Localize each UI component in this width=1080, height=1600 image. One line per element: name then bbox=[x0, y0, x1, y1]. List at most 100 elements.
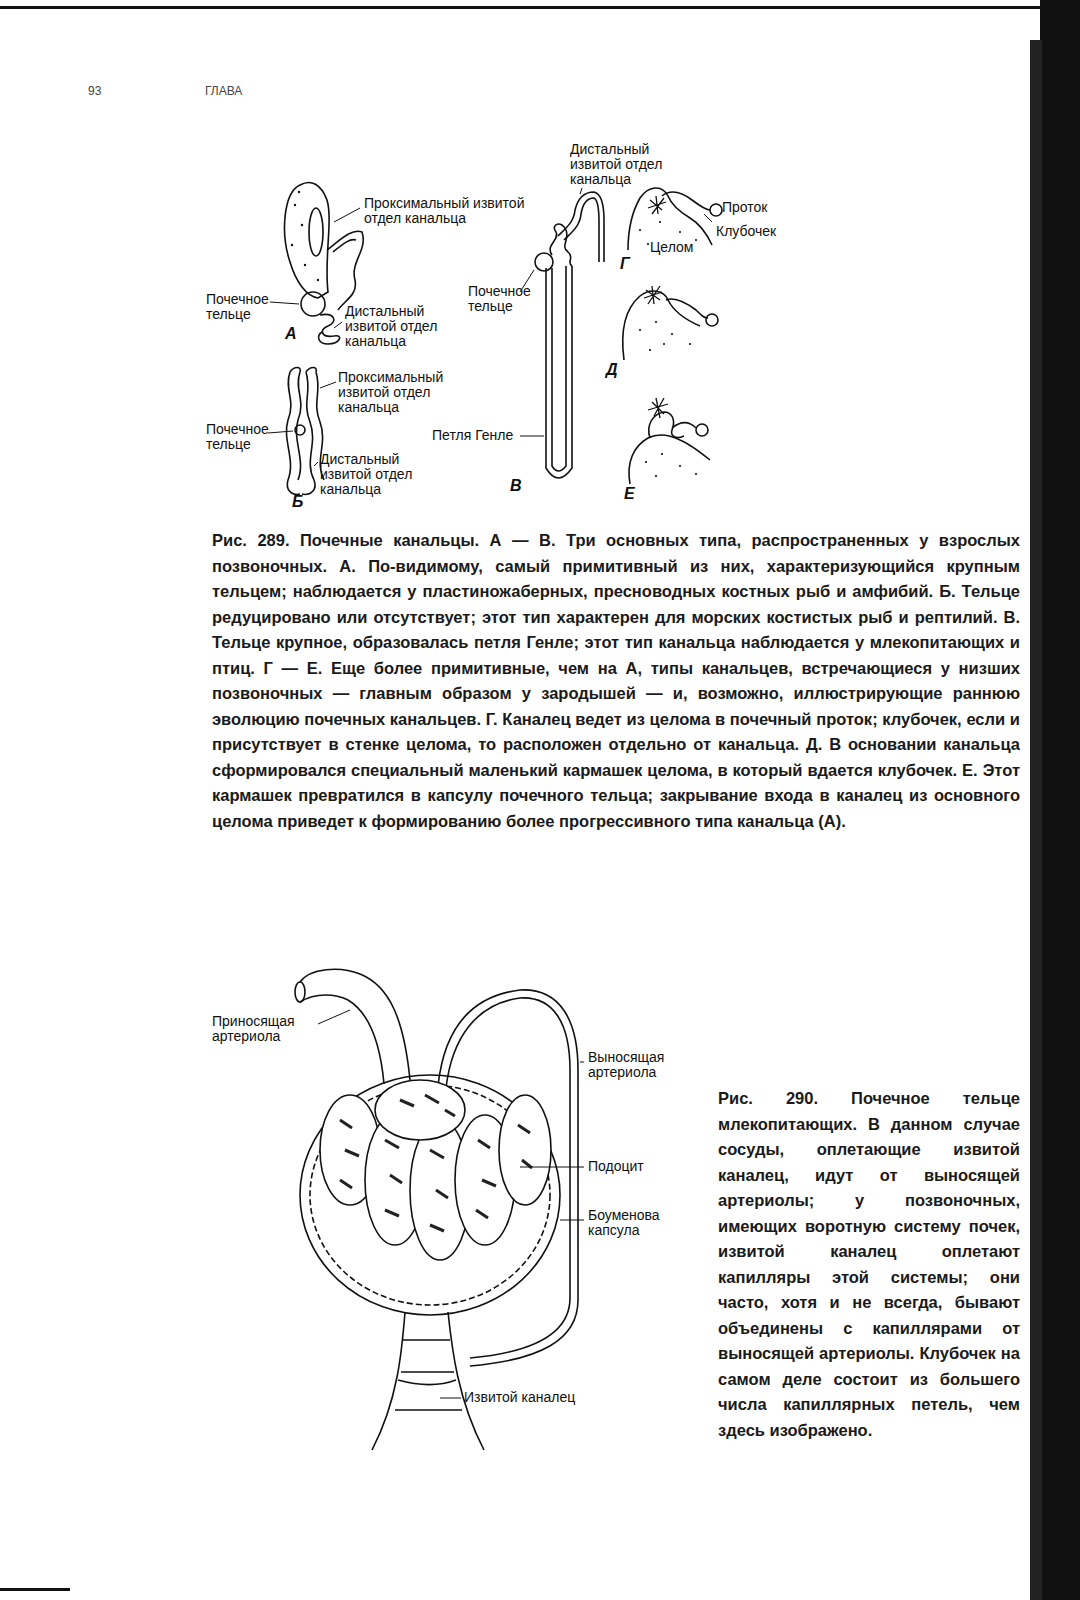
drawing-path bbox=[546, 266, 572, 478]
drawing-path bbox=[286, 372, 300, 494]
drawing-circle bbox=[671, 333, 673, 335]
part-label: Почечное тельце bbox=[206, 292, 270, 322]
drawing-circle bbox=[317, 279, 319, 281]
drawing-circle bbox=[304, 264, 306, 266]
drawing-path bbox=[430, 1150, 448, 1231]
drawing-path bbox=[552, 266, 566, 471]
drawing-ellipse bbox=[499, 1095, 551, 1205]
drawing-path bbox=[395, 1340, 462, 1410]
drawing-path bbox=[440, 1398, 461, 1399]
drawing-circle bbox=[645, 461, 647, 463]
part-label: Проток bbox=[722, 200, 768, 215]
drawing-circle bbox=[291, 244, 293, 246]
drawing-path bbox=[400, 1095, 455, 1116]
drawing-path bbox=[648, 398, 668, 418]
drawing-path bbox=[290, 368, 300, 373]
drawing-path bbox=[268, 431, 293, 433]
drawing-g bbox=[340, 1095, 532, 1231]
drawing-path bbox=[580, 188, 582, 194]
drawing-path bbox=[327, 231, 363, 310]
drawing-circle bbox=[298, 191, 300, 193]
drawing-circle bbox=[295, 425, 305, 435]
page-header: ГЛАВА bbox=[205, 84, 242, 99]
part-label: Дистальный извитой отдел канальца bbox=[345, 304, 455, 349]
drawing-circle bbox=[301, 224, 303, 226]
drawing-path bbox=[398, 1380, 456, 1385]
drawing-path bbox=[334, 208, 360, 222]
drawing-path bbox=[629, 435, 710, 484]
drawing-path bbox=[672, 423, 696, 428]
drawing-circle bbox=[661, 453, 663, 455]
drawing-path bbox=[314, 462, 318, 466]
part-label: Дистальный извитой отдел канальца bbox=[320, 452, 430, 497]
part-label: Целом bbox=[650, 240, 693, 255]
drawing-circle bbox=[639, 229, 641, 231]
drawing-circle bbox=[649, 349, 651, 351]
drawing-g bbox=[639, 221, 697, 477]
figure-caption: Рис. 289. Почечные канальцы. А — В. Три … bbox=[212, 528, 1020, 834]
drawing-path bbox=[520, 436, 544, 437]
drawing-path bbox=[270, 302, 299, 304]
panel-letter: В bbox=[510, 478, 522, 493]
drawing-circle bbox=[655, 321, 657, 323]
drawing-circle bbox=[679, 465, 681, 467]
panel-letter: Е bbox=[624, 486, 635, 501]
panel-letter: Г bbox=[620, 256, 630, 271]
drawing-rect bbox=[0, 6, 1080, 9]
drawing-g bbox=[268, 183, 722, 495]
drawing-path bbox=[319, 314, 340, 344]
drawing-path bbox=[438, 990, 578, 1366]
drawing-circle bbox=[639, 329, 641, 331]
drawing-g bbox=[320, 1080, 551, 1260]
drawing-path bbox=[580, 1062, 584, 1063]
part-label: Почечное тельце bbox=[206, 422, 268, 452]
drawing-ellipse bbox=[295, 982, 305, 1002]
part-label: Приносящая артериола bbox=[212, 1014, 312, 1044]
drawing-path bbox=[285, 183, 330, 298]
drawing-circle bbox=[659, 221, 661, 223]
drawing-path bbox=[446, 998, 570, 1358]
drawing-path bbox=[318, 1010, 350, 1024]
drawing-g bbox=[295, 969, 584, 1450]
drawing-path bbox=[300, 995, 384, 1084]
drawing-path bbox=[476, 1140, 496, 1218]
part-label: Извитой каналец bbox=[464, 1390, 575, 1405]
drawing-ellipse bbox=[309, 208, 323, 256]
drawing-circle bbox=[294, 204, 296, 206]
part-label: Проксимальный извитой отдел канальца bbox=[338, 370, 458, 415]
drawing-path bbox=[666, 299, 708, 318]
drawing-circle bbox=[535, 253, 553, 271]
drawing-path bbox=[550, 224, 572, 266]
drawing-path bbox=[385, 1140, 402, 1216]
drawing-circle bbox=[710, 204, 722, 216]
drawing-circle bbox=[706, 314, 718, 326]
drawing-path bbox=[334, 322, 342, 328]
drawing-ellipse bbox=[375, 1080, 465, 1140]
drawing-path bbox=[558, 192, 604, 262]
part-label: Боуменова капсула bbox=[588, 1208, 688, 1238]
drawing-path bbox=[520, 1167, 584, 1168]
drawing-g bbox=[291, 191, 319, 281]
drawing-path bbox=[518, 1125, 532, 1168]
drawing-path bbox=[648, 196, 666, 214]
panel-letter: Б bbox=[292, 494, 303, 509]
drawing-circle bbox=[655, 475, 657, 477]
drawing-circle bbox=[695, 239, 697, 241]
drawing-circle bbox=[301, 292, 325, 316]
drawing-path bbox=[320, 382, 336, 388]
drawing-circle bbox=[696, 424, 708, 436]
drawing-ellipse bbox=[300, 1075, 560, 1315]
drawing-rect bbox=[1030, 40, 1042, 1600]
drawing-path bbox=[340, 1120, 359, 1188]
panel-letter: Д bbox=[606, 362, 618, 377]
drawing-circle bbox=[663, 343, 665, 345]
drawing-path bbox=[560, 1220, 584, 1221]
drawing-circle bbox=[679, 231, 681, 233]
drawing-circle bbox=[689, 343, 691, 345]
drawing-path bbox=[333, 240, 356, 252]
drawing-circle bbox=[647, 243, 649, 245]
part-label: Петля Генле bbox=[432, 428, 513, 443]
drawing-path bbox=[623, 291, 700, 360]
drawing-path bbox=[564, 198, 599, 262]
drawing-path bbox=[300, 969, 410, 1080]
